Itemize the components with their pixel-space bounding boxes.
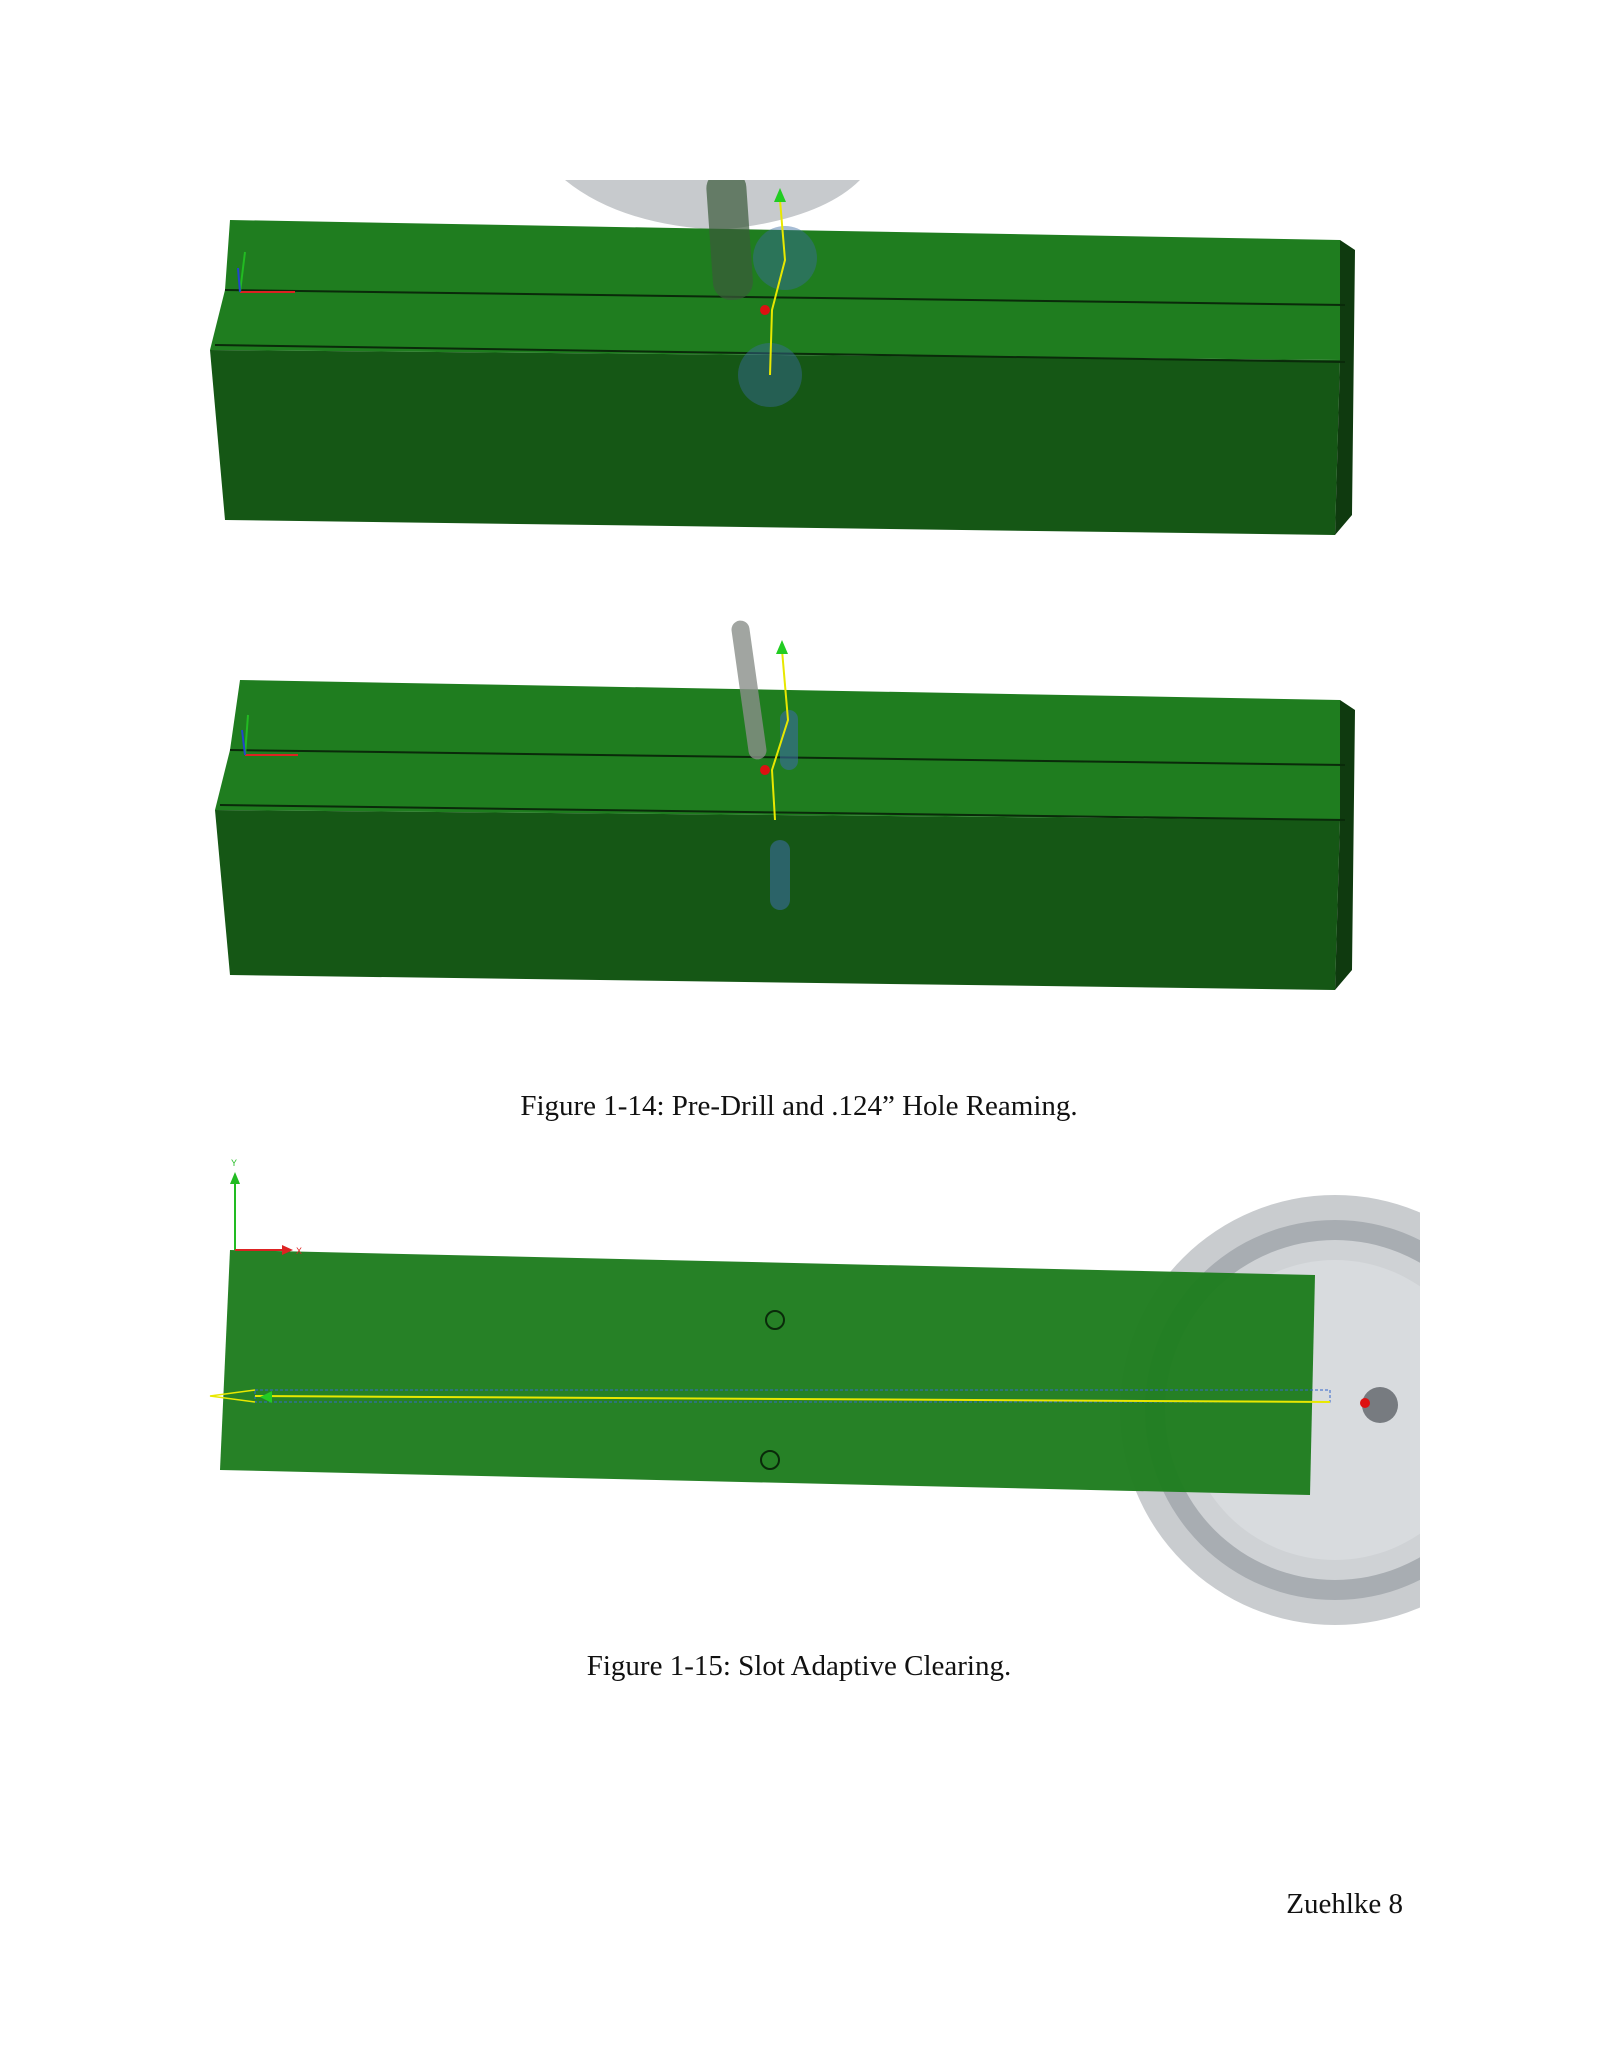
hole-marker — [770, 840, 790, 910]
ream-toolpath-image — [215, 620, 1355, 990]
x-axis-label: X — [296, 1246, 302, 1256]
red-marker-icon — [1360, 1398, 1370, 1408]
stock-end-face — [1335, 700, 1355, 990]
red-marker-icon — [760, 305, 770, 315]
reamer-tool — [731, 620, 767, 760]
adaptive-clearing-image: Y X — [209, 1158, 1420, 1625]
figure-1-15-caption: Figure 1-15: Slot Adaptive Clearing. — [586, 1650, 1012, 1682]
toolpath-line — [769, 199, 787, 376]
helical-toolpath — [209, 1389, 1331, 1403]
red-marker-icon — [760, 765, 770, 775]
green-arrow-icon — [260, 1391, 272, 1403]
stock-front-face — [210, 350, 1340, 535]
green-arrow-icon — [774, 188, 786, 202]
drill-tool — [706, 180, 753, 301]
axis-triad — [237, 251, 295, 293]
stock-top-face — [210, 220, 1350, 360]
axis-triad: Y X — [230, 1158, 302, 1256]
stock-top-face — [220, 1250, 1315, 1495]
y-axis-label: Y — [231, 1158, 237, 1168]
toolpath-line — [770, 649, 790, 821]
page-number: Zuehlke 8 — [1286, 1888, 1403, 1920]
tool-tip — [1362, 1387, 1398, 1423]
slot-edge-line — [214, 344, 1346, 363]
drill-toolpath-image — [210, 180, 1355, 535]
hole-marker — [780, 710, 798, 770]
green-arrow-icon — [776, 640, 788, 654]
axis-triad — [241, 714, 298, 756]
hole-outline — [765, 1310, 785, 1330]
figure-1-14-caption: Figure 1-14: Pre-Drill and .124” Hole Re… — [520, 1090, 1078, 1122]
slot-edge-line — [219, 804, 1346, 821]
hole-outline — [760, 1450, 780, 1470]
stock-end-face — [1335, 240, 1355, 535]
slot-edge-line — [224, 289, 1346, 306]
